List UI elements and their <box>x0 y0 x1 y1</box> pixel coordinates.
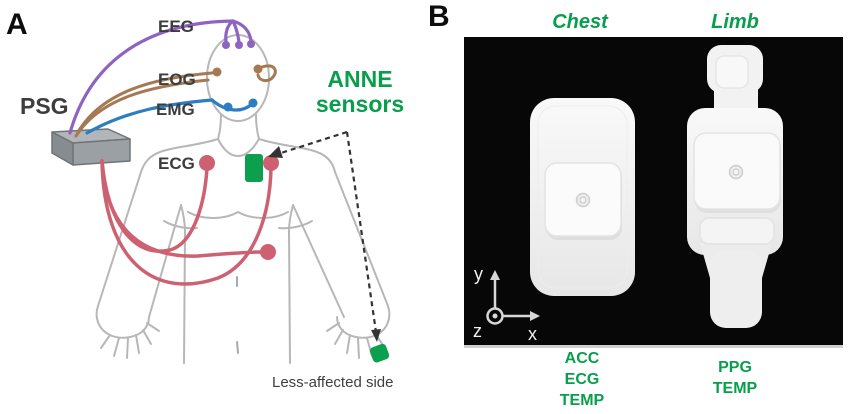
emg-electrodes <box>223 98 258 112</box>
panel-a-label: A <box>6 8 28 41</box>
limb-features: PPG TEMP <box>670 357 800 399</box>
psg-label: PSG <box>20 93 69 119</box>
x-axis-label: x <box>528 324 537 344</box>
right-hand <box>326 305 391 359</box>
limb-feature-ppg: PPG <box>718 359 752 376</box>
anne-label-line1: ANNE <box>327 66 392 92</box>
psg-box <box>51 128 131 166</box>
less-affected-caption: Less-affected side <box>272 374 393 391</box>
chest-feature-temp: TEMP <box>559 392 605 409</box>
limb-sensor-title: Limb <box>711 11 759 33</box>
x-axis-arrowhead <box>530 311 540 321</box>
chest-features: ACC ECG TEMP <box>517 348 647 411</box>
limb-device <box>687 45 783 328</box>
panel-a-diagram: A EEG EOG EMG ECG PSG ANNE sensors Less-… <box>6 8 404 391</box>
ecg-label: ECG <box>158 154 195 173</box>
z-axis-label: z <box>473 321 482 341</box>
emg-label: EMG <box>156 100 195 119</box>
chest-feature-acc: ACC <box>564 350 600 367</box>
limb-feature-temp: TEMP <box>712 380 758 397</box>
panel-b: B Chest Limb <box>425 0 850 414</box>
body-outline <box>95 34 391 364</box>
eog-wires <box>74 64 277 138</box>
left-hand <box>95 305 160 359</box>
ecg-wires <box>100 159 273 286</box>
eog-label: EOG <box>158 70 196 89</box>
chest-sensor-title: Chest <box>552 11 608 33</box>
ecg-electrodes <box>199 155 279 260</box>
arrowhead-chest <box>268 146 283 158</box>
eeg-electrodes <box>222 40 255 49</box>
anne-chest-sensor <box>245 154 263 182</box>
chest-device <box>530 98 635 296</box>
axes-indicator <box>486 278 532 325</box>
sensor-photo: y z x <box>464 37 843 348</box>
anne-limb-sensor <box>369 343 390 363</box>
chest-feature-ecg: ECG <box>564 371 600 388</box>
dashed-pointers <box>280 130 378 333</box>
y-axis-arrowhead <box>490 270 500 280</box>
y-axis-label: y <box>474 264 483 284</box>
anne-label-line2: sensors <box>316 91 404 117</box>
eog-electrodes <box>212 64 263 77</box>
sensor-photo-drawing: y z x <box>473 45 783 344</box>
eeg-label: EEG <box>158 17 194 36</box>
arrowhead-limb <box>371 329 381 342</box>
emg-wires <box>85 98 254 135</box>
eeg-wires <box>68 19 253 135</box>
panel-b-label: B <box>428 0 450 33</box>
